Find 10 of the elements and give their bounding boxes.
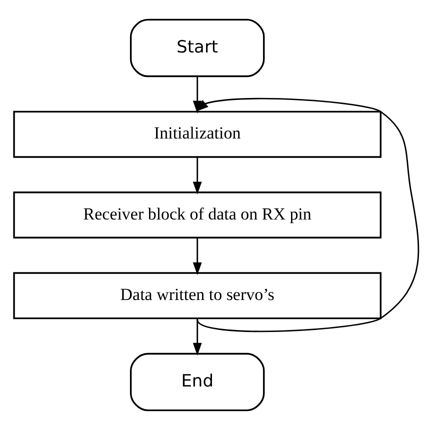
- node-box: Initialization: [13, 110, 382, 158]
- node-box: Start: [130, 18, 265, 78]
- arrow: [192, 238, 202, 276]
- node-box: Data written to servo’s: [13, 272, 382, 320]
- arrow: [192, 157, 202, 194]
- node-box: Receiver block of data on RX pin: [13, 192, 382, 238]
- arrow: [192, 76, 202, 114]
- arrow: [196, 98, 420, 332]
- node-box: End: [130, 352, 265, 412]
- arrow: [192, 318, 202, 356]
